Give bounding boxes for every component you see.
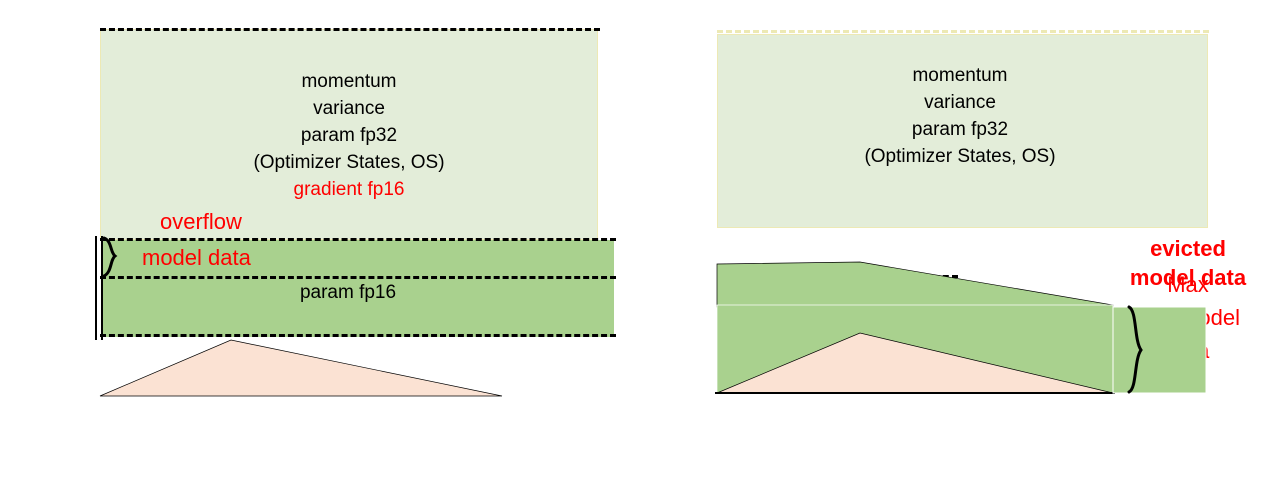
left-model-data-label: model data xyxy=(142,245,251,270)
right-os-line-momentum: momentum xyxy=(912,65,1008,86)
left-os-line-gradient-fp16: gradient fp16 xyxy=(293,179,405,200)
left-overflow-label: overflow xyxy=(160,209,242,234)
right-max-non-model-data-label: Max non-model data xyxy=(1136,268,1240,367)
right-evicted-model-data-label: evicted model data xyxy=(1130,234,1246,292)
left-os-top-dashed-line xyxy=(100,28,600,31)
left-panel: momentum variance param fp32 (Optimizer … xyxy=(100,28,616,390)
left-os-line-variance: variance xyxy=(313,98,385,119)
right-model-peak-dashed-line xyxy=(823,275,958,278)
right-non-model-data-label: Non-model data xyxy=(878,373,1014,394)
right-os-line-os-caption: (Optimizer States, OS) xyxy=(864,146,1056,167)
right-max-line-3: data xyxy=(1166,338,1210,363)
left-os-line-momentum: momentum xyxy=(301,71,397,92)
right-evicted-line-1: evicted xyxy=(1150,236,1226,261)
right-max-line-2: non-model xyxy=(1136,305,1240,330)
left-optimizer-states-text: momentum variance param fp32 (Optimizer … xyxy=(253,68,444,203)
left-os-line-os-caption: (Optimizer States, OS) xyxy=(253,152,445,173)
left-non-model-data-label: Non-model data xyxy=(210,369,346,390)
right-os-line-param-fp32: param fp32 xyxy=(911,119,1009,140)
left-model-band-top-dashed-line xyxy=(100,238,616,241)
right-optimizer-states-text: momentum variance param fp32 (Optimizer … xyxy=(864,62,1055,170)
right-model-data-divider-dashed-line xyxy=(718,332,1118,335)
right-panel: momentum variance param fp32 (Optimizer … xyxy=(660,0,1280,496)
right-evicted-line-2: model data xyxy=(1129,265,1247,290)
left-optimizer-states-box xyxy=(100,29,598,240)
left-os-line-param-fp32: param fp32 xyxy=(300,125,398,146)
right-os-line-variance: variance xyxy=(924,92,996,113)
right-os-top-dashed-line xyxy=(717,30,1209,33)
right-max-line-1: Max xyxy=(1167,272,1209,297)
right-optimizer-states-box xyxy=(717,34,1208,228)
left-model-data-divider-dashed-line xyxy=(100,276,616,279)
left-param-fp16-label: param fp16 xyxy=(299,282,397,303)
left-model-band-bottom-dashed-line xyxy=(100,334,616,337)
left-model-data-band xyxy=(100,240,615,337)
